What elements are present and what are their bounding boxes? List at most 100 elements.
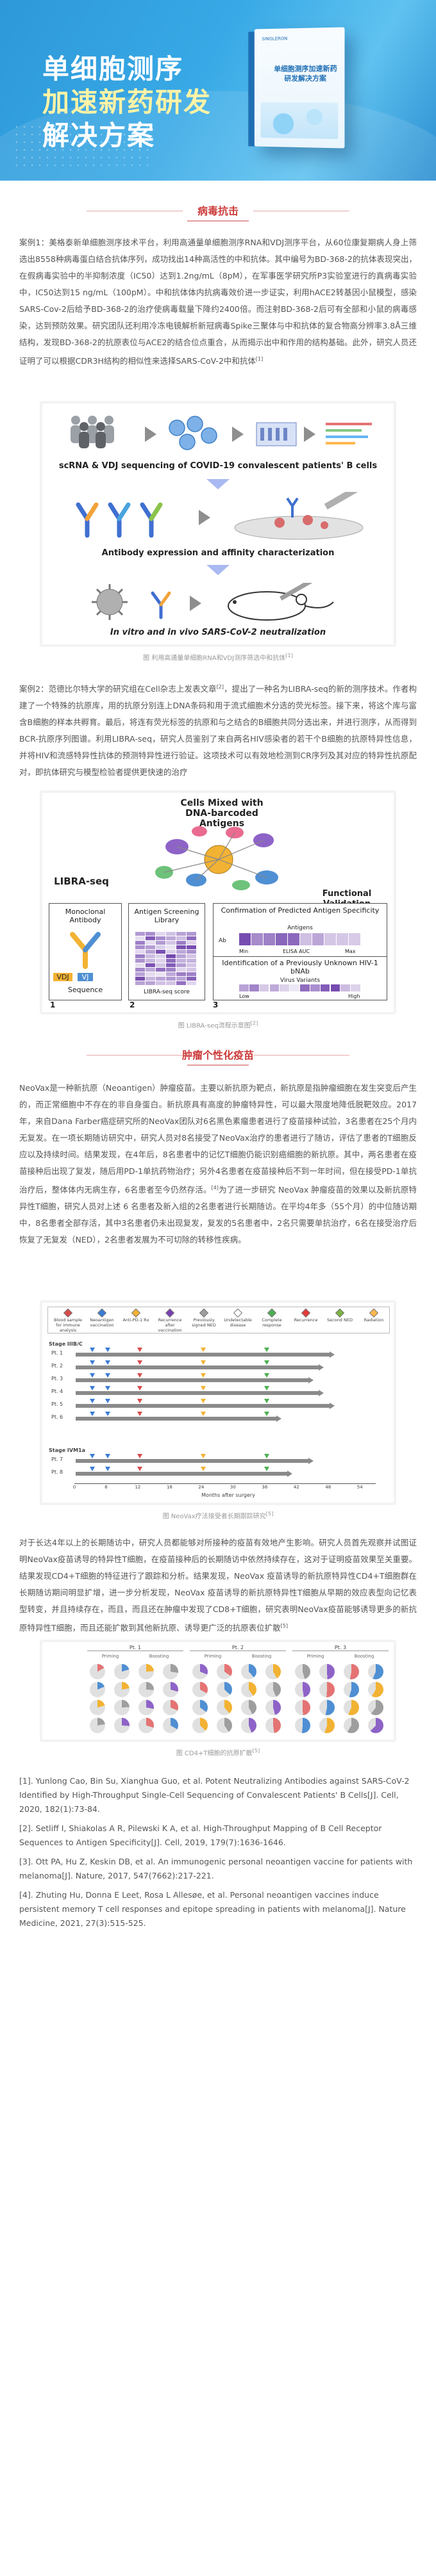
heatmap-cell (146, 945, 155, 949)
heatmap-cell (166, 941, 176, 945)
pie-chart (217, 1664, 232, 1679)
heatmap-cell (135, 950, 145, 954)
pie-chart (217, 1718, 232, 1733)
confirm-label: Confirmation of Predicted Antigen Specif… (214, 906, 387, 915)
timeline-rows: Pt. 1Pt. 2Pt. 3Pt. 4Pt. 5Pt. 6Pt. 7Pt. 8 (42, 1303, 394, 1503)
references-list: [1]. Yunlong Cao, Bin Su, Xianghua Guo, … (19, 1774, 417, 1936)
virus-heatmap (239, 984, 361, 992)
heatmap-cell (135, 936, 145, 940)
timeline-event-marker-icon (201, 1386, 206, 1390)
timeline-event-marker-icon (137, 1399, 142, 1403)
figure1-caption-text: 图 利用高通量单细胞RNA和VDJ测序筛选中和抗体 (143, 655, 285, 662)
pie-column-header: Pt. 1 (87, 1645, 183, 1651)
pie-chart (163, 1718, 178, 1733)
pie-chart (90, 1682, 105, 1697)
panel-number-1: 1 (50, 1000, 55, 1009)
book-title: 单细胞测序加速新药研发解决方案 (273, 63, 338, 83)
book-spine (248, 31, 255, 146)
timeline-event-marker-icon (137, 1454, 142, 1458)
timeline-event-marker-icon (264, 1386, 269, 1390)
monoclonal-antibody-box: Monoclonal Antibody VDJ VJ Sequence (49, 903, 122, 1000)
reference-item: [3]. Ott PA, Hu Z, Keskin DB, et al. An … (19, 1855, 417, 1883)
heatmap-cell (146, 950, 155, 954)
pie-chart (265, 1718, 281, 1733)
heatmap-cell (146, 977, 155, 981)
title-underline (187, 1064, 249, 1066)
heatmap-cell (166, 963, 176, 967)
heatmap-cell (187, 963, 196, 967)
timeline-event-marker-icon (137, 1373, 142, 1378)
figure4-caption-text: 图 CD4+T细胞的抗原扩散 (176, 1750, 253, 1757)
pie-chart (163, 1700, 178, 1715)
timeline-event-marker-icon (90, 1399, 95, 1403)
figure1-caption-citation: [1] (285, 652, 293, 658)
libra-score-label: LIBRA-seq score (129, 988, 205, 997)
timeline-event-marker-icon (90, 1467, 95, 1471)
arrow-down-icon (206, 565, 230, 575)
pie-chart (344, 1700, 359, 1715)
case1-citation: [1] (256, 356, 263, 362)
heatmap-cell (135, 972, 145, 976)
arrow-right-icon (232, 427, 244, 442)
axis-tick-label: 30 (229, 1485, 237, 1490)
timeline-event-marker-icon (201, 1412, 206, 1416)
section-title-vaccine: 肿瘤个性化疫苗 (0, 1048, 436, 1066)
reference-item: [2]. Setliff I, Shiakolas A R, Pilewski … (19, 1822, 417, 1850)
heatmap-cell (146, 941, 155, 945)
pie-chart (241, 1664, 256, 1679)
timeline-event-marker-icon (90, 1386, 95, 1390)
b-cells-illustration (164, 415, 222, 453)
heatmap-cell (276, 933, 287, 945)
heatmap-cell (176, 932, 186, 936)
axis-tick-label: 18 (165, 1485, 173, 1490)
banner-title-line-1: 单细胞测序 (42, 54, 183, 85)
timeline-bar (76, 1472, 287, 1476)
step1-label: scRNA & VDJ sequencing of COVID-19 conva… (42, 461, 394, 471)
book-logo: SINGLERON (262, 36, 287, 42)
title-rule-right (253, 1055, 349, 1056)
validation-divider (214, 956, 387, 957)
pie-chart (265, 1700, 281, 1715)
heatmap-cell (349, 933, 360, 945)
figure3-caption: 图 NeoVax疗法接受者长期跟踪研究[5] (0, 1510, 436, 1520)
figure4-panel: Pt. 1PrimingBoostingPt. 2PrimingBoosting… (42, 1642, 394, 1740)
heatmap-cell (290, 984, 299, 991)
figure2-caption: 图 LIBRA-seq流程示意图[2] (0, 1020, 436, 1029)
heatmap-cell (156, 954, 165, 958)
section-title-label: 病毒抗击 (191, 204, 245, 219)
timeline-arrow-icon (319, 1364, 324, 1371)
timeline-event-marker-icon (137, 1412, 142, 1416)
figure3-caption-text: 图 NeoVax疗法接受者长期跟踪研究 (163, 1513, 266, 1520)
timeline-event-marker-icon (105, 1386, 110, 1390)
arrow-right-icon (145, 427, 156, 442)
virus-illustration (87, 582, 132, 623)
screening-heatmap (135, 932, 197, 986)
arrow-down-icon (206, 479, 230, 489)
heatmap-cell (176, 963, 186, 967)
antibodies-illustration (74, 496, 177, 541)
neovax-paragraph-1: NeoVax是一种新抗原（Neoantigen）肿瘤疫苗。主要以新抗原为靶点，新… (19, 1080, 417, 1248)
figure-neovax-timeline: Blood sample for immune analysisNeoantig… (40, 1300, 396, 1505)
figure3-caption-citation: [5] (266, 1510, 274, 1517)
timeline-event-marker-icon (137, 1360, 142, 1365)
axis-tick-label: 24 (197, 1485, 205, 1490)
heatmap-cell (146, 936, 155, 940)
book-cover-art (260, 102, 338, 139)
pie-chart (344, 1664, 359, 1679)
validation-heatmap (239, 933, 361, 946)
pie-chart (114, 1718, 130, 1733)
timeline-bar (76, 1391, 319, 1395)
banner-title-line-2: 加速新药研发 (42, 87, 212, 118)
heatmap-cell (135, 959, 145, 963)
axis-tick-label: 36 (261, 1485, 269, 1490)
timeline-event-marker-icon (105, 1348, 110, 1352)
pie-grid: Pt. 1PrimingBoostingPt. 2PrimingBoosting… (42, 1642, 394, 1740)
pie-chart (241, 1682, 256, 1697)
heatmap-cell (176, 968, 186, 972)
heatmap-cell (135, 932, 145, 936)
heatmap-cell (135, 941, 145, 945)
heatmap-cell (156, 981, 165, 985)
pie-chart (138, 1700, 154, 1715)
timeline-event-marker-icon (264, 1373, 269, 1378)
timeline-event-marker-icon (201, 1373, 206, 1378)
